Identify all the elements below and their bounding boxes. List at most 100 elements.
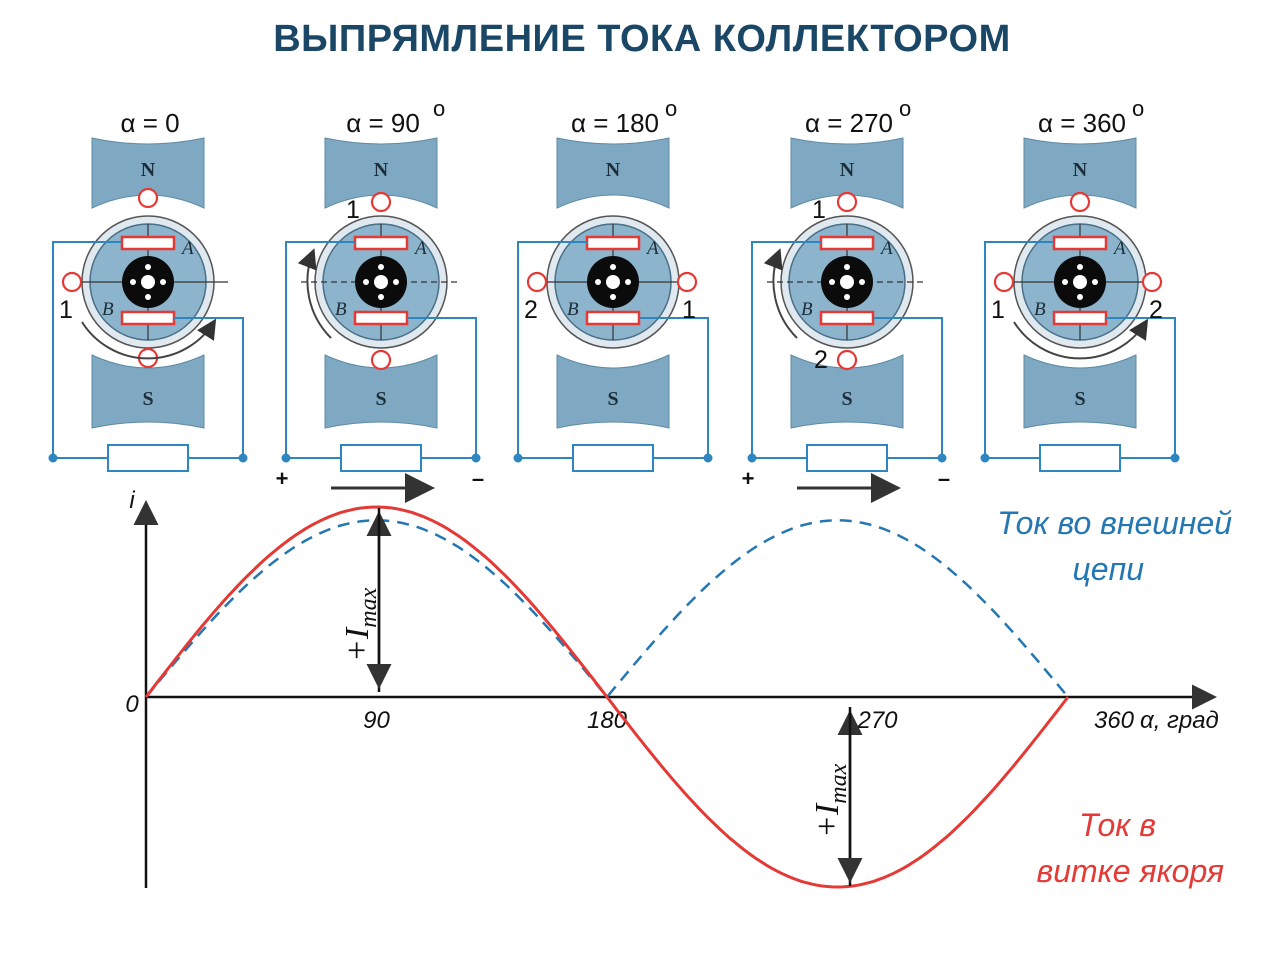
- series-armature-line: [144, 505, 1070, 889]
- north-pole: [91, 137, 205, 209]
- conductor-marker: [1141, 271, 1163, 293]
- segment-a-label: A: [645, 238, 659, 259]
- circuit-wire-left: [52, 241, 122, 459]
- shaft: [374, 275, 388, 289]
- rotation-arrow-icon: [763, 248, 798, 339]
- x-tick-label: 270: [856, 707, 898, 734]
- circuit-wire-left: [984, 241, 1054, 459]
- circuit-wire-left: [285, 241, 355, 459]
- terminal-right: [937, 453, 947, 463]
- brush-bottom: [1052, 310, 1108, 326]
- note-external-line2: цепи: [1073, 551, 1145, 587]
- alpha-label: α = 360: [1038, 108, 1126, 138]
- plus-sign: +: [742, 466, 755, 491]
- conductor-number-left: 1: [59, 296, 73, 324]
- conductor-number-top: 1: [346, 196, 360, 224]
- minus-sign: –: [938, 466, 950, 491]
- brush-top: [1052, 235, 1108, 251]
- north-pole-label: N: [840, 159, 855, 181]
- hub-hole: [625, 279, 631, 285]
- imax-label-positive: +Imax: [339, 587, 382, 662]
- shaft: [141, 275, 155, 289]
- brush-bottom: [120, 310, 176, 326]
- hub-hole: [844, 264, 850, 270]
- brush-bottom: [585, 310, 641, 326]
- hub-hole: [145, 294, 151, 300]
- segment-a-label: A: [180, 238, 194, 259]
- brush-top: [120, 235, 176, 251]
- conductor-number-bottom: 2: [814, 346, 828, 374]
- x-tick-label: 90: [363, 707, 390, 734]
- degree-mark: o: [1132, 96, 1144, 121]
- terminal-left: [281, 453, 291, 463]
- south-pole: [790, 354, 904, 429]
- hub-hole: [829, 279, 835, 285]
- terminal-right: [703, 453, 713, 463]
- south-pole-label: S: [1074, 388, 1085, 410]
- segment-a-label: A: [413, 238, 427, 259]
- circuit-wire-right: [174, 317, 244, 459]
- hub-hole: [1077, 294, 1083, 300]
- hub-hole: [595, 279, 601, 285]
- north-pole-label: N: [374, 159, 389, 181]
- rotation-arrow-icon: [297, 248, 332, 339]
- conductor-marker: [526, 271, 548, 293]
- circuit-wire-right: [407, 317, 477, 459]
- hub-hole: [378, 294, 384, 300]
- conductor-marker: [836, 349, 858, 371]
- load-resistor: [107, 444, 189, 472]
- conductor-number-right: 2: [1149, 296, 1163, 324]
- hub-hole: [610, 264, 616, 270]
- alpha-label: α = 0: [120, 108, 179, 138]
- segment-a-label: A: [1112, 238, 1126, 259]
- page-title: ВЫПРЯМЛЕНИЕ ТОКА КОЛЛЕКТОРОМ: [273, 18, 1011, 60]
- terminal-right: [471, 453, 481, 463]
- hub-hole: [145, 264, 151, 270]
- load-resistor: [340, 444, 422, 472]
- terminal-right: [1170, 453, 1180, 463]
- south-pole: [1023, 354, 1137, 429]
- shaft: [1073, 275, 1087, 289]
- shaft: [840, 275, 854, 289]
- degree-mark: o: [665, 96, 677, 121]
- brush-top: [353, 235, 409, 251]
- segment-b-label: B: [567, 299, 579, 320]
- terminal-left: [747, 453, 757, 463]
- conductor-marker: [836, 191, 858, 213]
- load-resistor: [1039, 444, 1121, 472]
- north-pole: [556, 137, 670, 209]
- x-tick-label: 360: [1094, 707, 1135, 734]
- rotation-arrow-icon: [1013, 318, 1149, 360]
- segment-a-label: A: [879, 238, 893, 259]
- note-armature-line2: витке якоря: [1037, 853, 1224, 889]
- alpha-label: α = 90: [346, 108, 420, 138]
- series-external-line: [145, 519, 1069, 699]
- conductor-marker: [993, 271, 1015, 293]
- circuit-wire-right: [1106, 317, 1176, 459]
- south-pole-label: S: [375, 388, 386, 410]
- hub-hole: [393, 279, 399, 285]
- y-axis-label: i: [129, 487, 135, 514]
- shaft: [606, 275, 620, 289]
- brush-top: [819, 235, 875, 251]
- brush-bottom: [353, 310, 409, 326]
- imax-label-negative: +Imax: [809, 763, 852, 838]
- degree-mark: o: [899, 96, 911, 121]
- circuit-wire-left: [517, 241, 587, 459]
- circuit-wire-right: [873, 317, 943, 459]
- conductor-marker: [370, 349, 392, 371]
- segment-b-label: B: [335, 299, 347, 320]
- south-pole-label: S: [142, 388, 153, 410]
- conductor-number-left: 2: [524, 296, 538, 324]
- conductor-marker: [61, 271, 83, 293]
- terminal-right: [238, 453, 248, 463]
- circuit-wire-left: [751, 241, 821, 459]
- origin-label: 0: [125, 691, 139, 718]
- segment-b-label: B: [1034, 299, 1046, 320]
- terminal-left: [48, 453, 58, 463]
- x-tick-label: 180: [587, 707, 628, 734]
- alpha-label: α = 270: [805, 108, 893, 138]
